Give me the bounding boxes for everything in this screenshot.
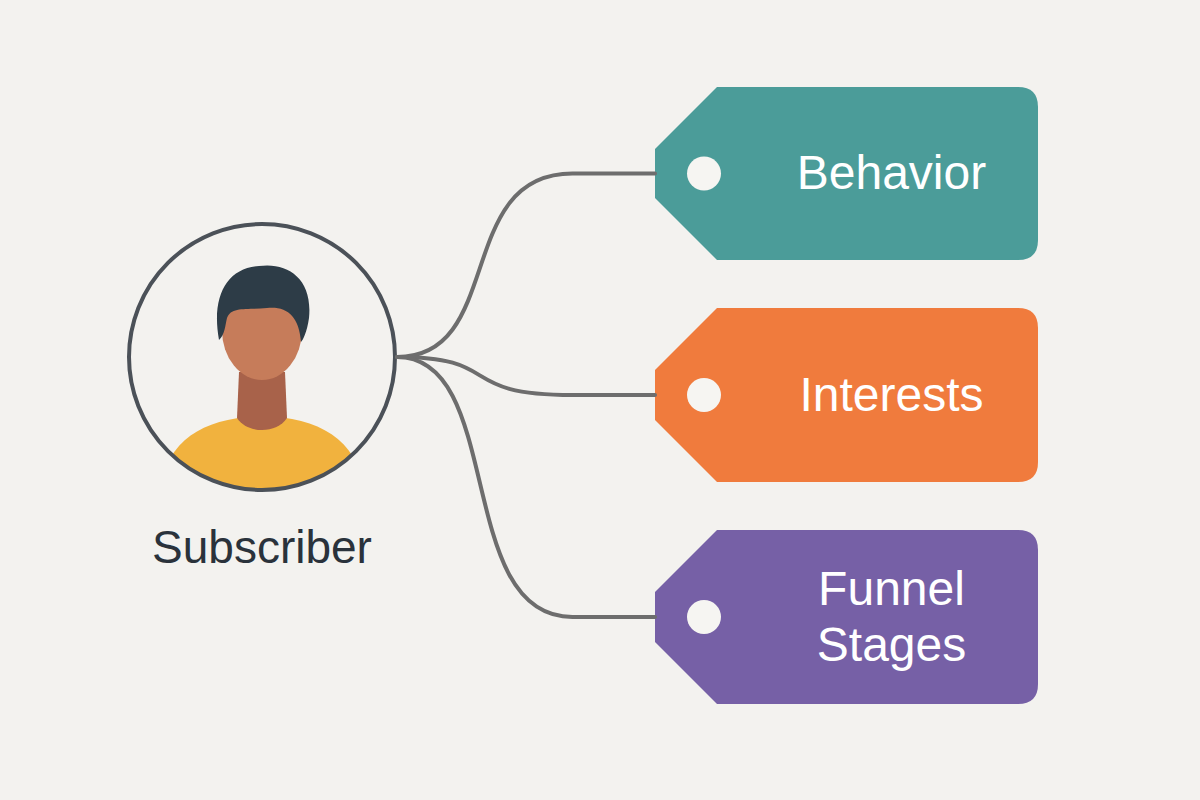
subscriber-circle: [127, 222, 397, 492]
person-illustration: [157, 265, 367, 512]
tag-body: [655, 87, 1038, 260]
tag-label: Behavior: [767, 145, 1017, 201]
tag-text-area: Behavior: [750, 87, 1033, 260]
tag-text-area: Funnel Stages: [750, 530, 1033, 704]
connector-line: [397, 357, 655, 617]
tag-text-area: Interests: [750, 308, 1033, 482]
tag-hole: [687, 157, 721, 191]
tag-body: [655, 308, 1038, 482]
person-hair: [217, 265, 309, 342]
connector-line: [397, 174, 655, 358]
circle-outline: [129, 224, 395, 490]
tag-hole: [687, 600, 721, 634]
tag-hole: [687, 378, 721, 412]
tag-node: Interests: [655, 308, 1038, 482]
tag-node: Funnel Stages: [655, 530, 1038, 704]
tag-label: Interests: [767, 367, 1017, 423]
tag-label: Funnel Stages: [767, 561, 1017, 673]
node-label: Subscriber: [47, 522, 477, 573]
person-shirt: [157, 416, 367, 512]
subscriber-node: Subscriber: [127, 222, 397, 492]
tag-node: Behavior: [655, 87, 1038, 260]
tag-body: [655, 530, 1038, 704]
tag-shape: [655, 530, 1038, 704]
person-neck: [237, 372, 287, 430]
connector-line: [397, 357, 655, 395]
